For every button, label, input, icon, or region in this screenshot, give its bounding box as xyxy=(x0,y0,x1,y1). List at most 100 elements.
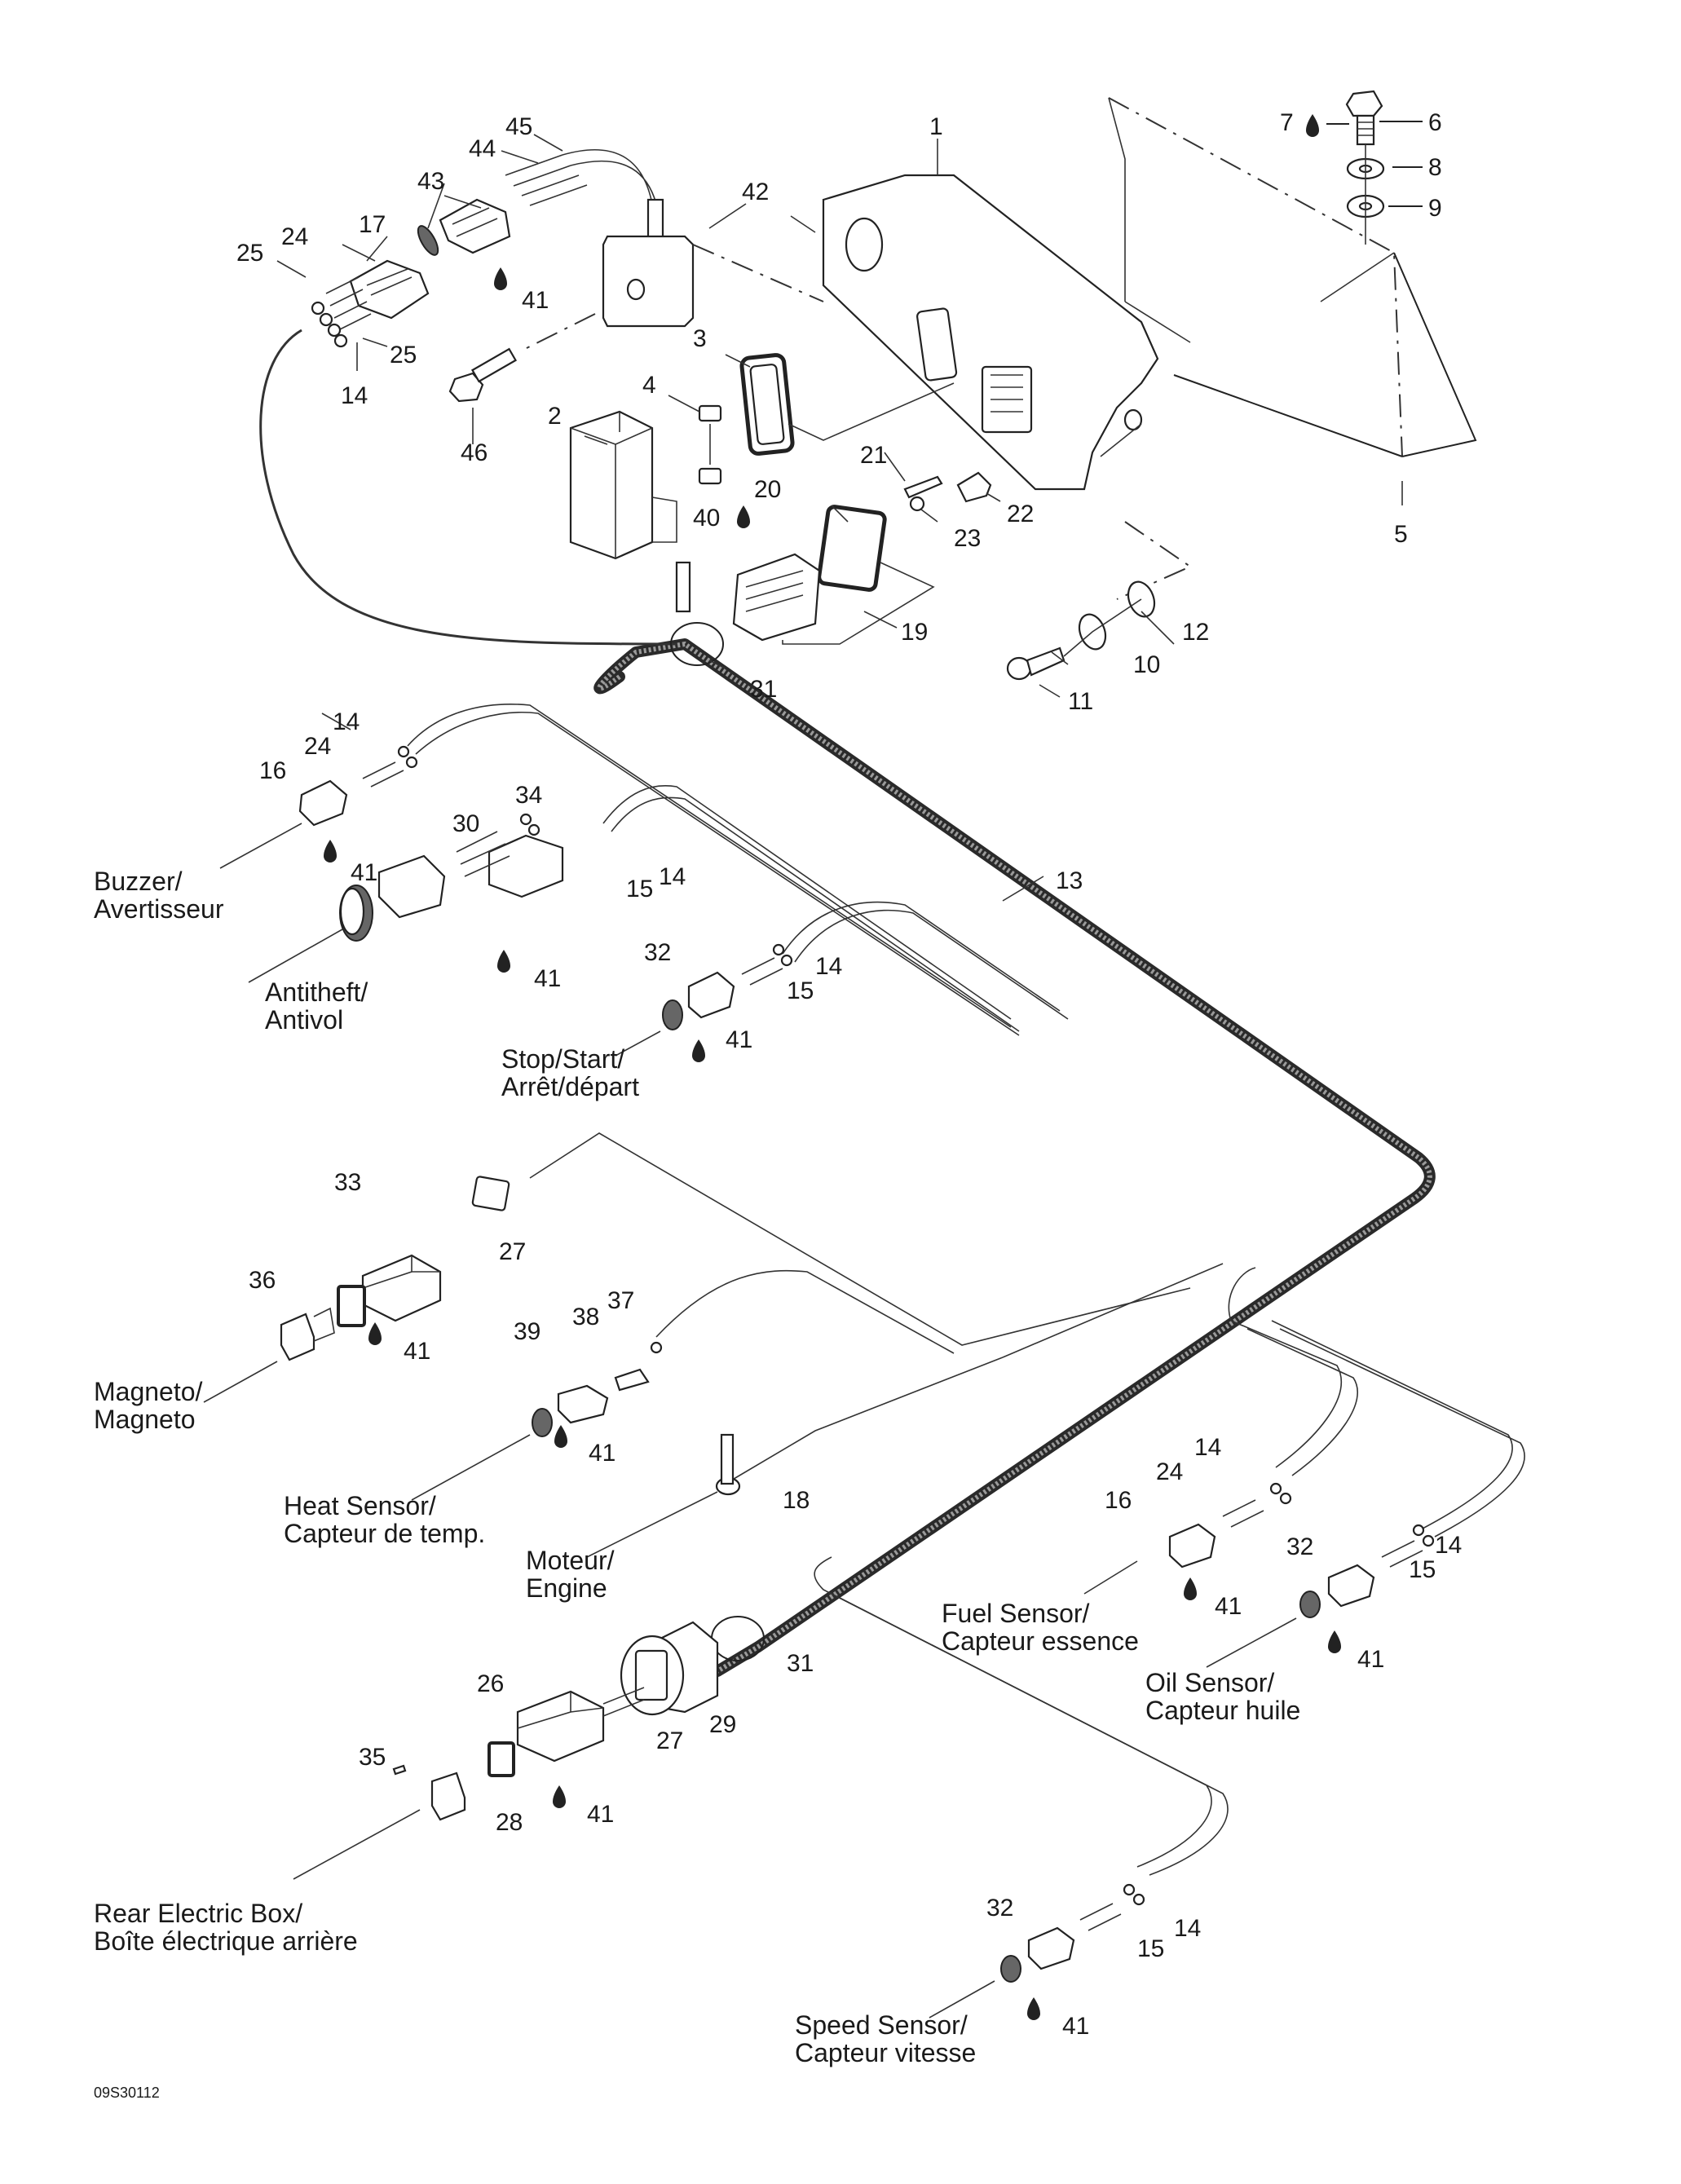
callout-35: 35 xyxy=(359,1744,386,1771)
callout-9: 9 xyxy=(1428,195,1442,222)
callout-40: 40 xyxy=(693,505,720,532)
dest-engine: Moteur/Engine xyxy=(526,1546,615,1603)
lubricant-drop-icon xyxy=(554,1425,567,1448)
callout-4: 4 xyxy=(642,372,656,399)
callout-42: 42 xyxy=(742,179,769,205)
branch-wires xyxy=(407,704,1525,1876)
callout-38: 38 xyxy=(572,1304,599,1330)
oil-sensor-connector xyxy=(1206,1524,1435,1668)
callout-41: 41 xyxy=(1357,1646,1384,1673)
callout-27: 27 xyxy=(656,1727,683,1754)
dest-magneto: Magneto/Magneto xyxy=(94,1377,203,1434)
main-harness xyxy=(259,329,1436,1677)
callout-17: 17 xyxy=(359,211,386,238)
callout-13: 13 xyxy=(1056,867,1083,894)
callout-27: 27 xyxy=(499,1238,526,1265)
lubricant-drop-icon xyxy=(1184,1577,1197,1600)
lubricant-drop-icon xyxy=(692,1039,705,1062)
callout-20: 20 xyxy=(754,476,781,503)
leader-lines xyxy=(276,134,1403,902)
relay-2 xyxy=(569,410,677,560)
callout-14: 14 xyxy=(1174,1915,1201,1942)
figure-code: 09S30112 xyxy=(94,2085,160,2101)
tie-wrap-31-upper xyxy=(670,561,724,666)
lubricant-icons xyxy=(324,267,1341,2020)
callout-14: 14 xyxy=(1194,1434,1221,1461)
callout-41: 41 xyxy=(534,965,561,992)
callout-labels: 1 2 3 4 5 6 7 8 9 10 11 12 13 17 18 19 2… xyxy=(236,109,1462,2040)
destination-labels: Buzzer/Avertisseur Antitheft/Antivol Sto… xyxy=(94,867,1300,2067)
callout-14: 14 xyxy=(341,382,368,409)
bolt-assembly-lower xyxy=(1006,521,1193,681)
dest-buzzer: Buzzer/Avertisseur xyxy=(94,867,224,924)
callout-11: 11 xyxy=(1068,688,1093,715)
callout-41: 41 xyxy=(589,1440,615,1467)
callout-36: 36 xyxy=(249,1267,276,1294)
callout-41: 41 xyxy=(726,1026,752,1053)
callout-5: 5 xyxy=(1394,521,1408,548)
ecu-module xyxy=(822,174,1159,491)
bolt-assembly-top xyxy=(1306,90,1423,245)
callout-41: 41 xyxy=(1062,2013,1089,2040)
callout-14: 14 xyxy=(333,708,360,735)
callout-41: 41 xyxy=(1215,1593,1242,1620)
callout-41: 41 xyxy=(404,1338,430,1365)
callout-16: 16 xyxy=(1105,1487,1132,1514)
antitheft-connector xyxy=(248,813,564,983)
callout-8: 8 xyxy=(1428,154,1442,181)
callout-45: 45 xyxy=(505,113,532,140)
callout-32: 32 xyxy=(1286,1533,1313,1560)
callout-1: 1 xyxy=(929,113,943,140)
callout-15: 15 xyxy=(626,876,653,902)
rear-box-connector xyxy=(293,1433,765,1880)
terminal-21-22-23 xyxy=(903,471,992,512)
dest-stop-start: Stop/Start/Arrêt/départ xyxy=(501,1044,639,1101)
speed-sensor-connector xyxy=(929,1883,1145,2019)
stop-start-connector xyxy=(615,943,793,1057)
callout-31: 31 xyxy=(750,676,777,703)
callout-14: 14 xyxy=(815,953,842,980)
callout-41: 41 xyxy=(351,859,377,886)
callout-25: 25 xyxy=(236,240,263,267)
callout-21: 21 xyxy=(860,442,887,469)
callout-41: 41 xyxy=(522,287,549,314)
dest-heat-sensor: Heat Sensor/Capteur de temp. xyxy=(284,1491,485,1548)
dest-rear-electric-box: Rear Electric Box/Boîte électrique arriè… xyxy=(94,1899,358,1956)
callout-19: 19 xyxy=(901,619,928,646)
callout-14: 14 xyxy=(659,863,686,890)
callout-15: 15 xyxy=(787,977,814,1004)
connector-17-group xyxy=(311,148,657,348)
callout-25: 25 xyxy=(390,342,417,368)
callout-29: 29 xyxy=(709,1711,736,1738)
callout-46: 46 xyxy=(461,439,488,466)
callout-37: 37 xyxy=(607,1287,634,1314)
callout-6: 6 xyxy=(1428,109,1442,136)
callout-24: 24 xyxy=(304,733,331,760)
callout-31b: 31 xyxy=(787,1650,814,1677)
callout-12: 12 xyxy=(1182,619,1209,646)
lubricant-drop-icon xyxy=(553,1785,566,1808)
callout-16: 16 xyxy=(259,757,286,784)
dest-oil-sensor: Oil Sensor/Capteur huile xyxy=(1145,1668,1300,1725)
fuse-holder-19 xyxy=(732,505,935,645)
lubricant-drop-icon xyxy=(494,267,507,290)
buzzer-connector xyxy=(219,745,418,869)
callout-18: 18 xyxy=(783,1487,810,1514)
callout-23: 23 xyxy=(954,525,981,552)
lubricant-drop-icon xyxy=(1027,1997,1040,2020)
callout-41: 41 xyxy=(587,1801,614,1828)
callout-28: 28 xyxy=(496,1809,523,1836)
screw-46 xyxy=(448,347,518,403)
callout-32: 32 xyxy=(986,1895,1013,1921)
callout-39: 39 xyxy=(514,1318,540,1345)
callout-26: 26 xyxy=(477,1670,504,1697)
lubricant-drop-icon xyxy=(1328,1630,1341,1653)
callout-32: 32 xyxy=(644,939,671,966)
callout-22: 22 xyxy=(1007,501,1034,527)
callout-24: 24 xyxy=(1156,1458,1183,1485)
dest-antitheft: Antitheft/Antivol xyxy=(265,977,368,1035)
callout-43: 43 xyxy=(417,168,444,195)
callout-2: 2 xyxy=(548,403,562,430)
fuel-sensor-connector xyxy=(1083,1482,1292,1595)
